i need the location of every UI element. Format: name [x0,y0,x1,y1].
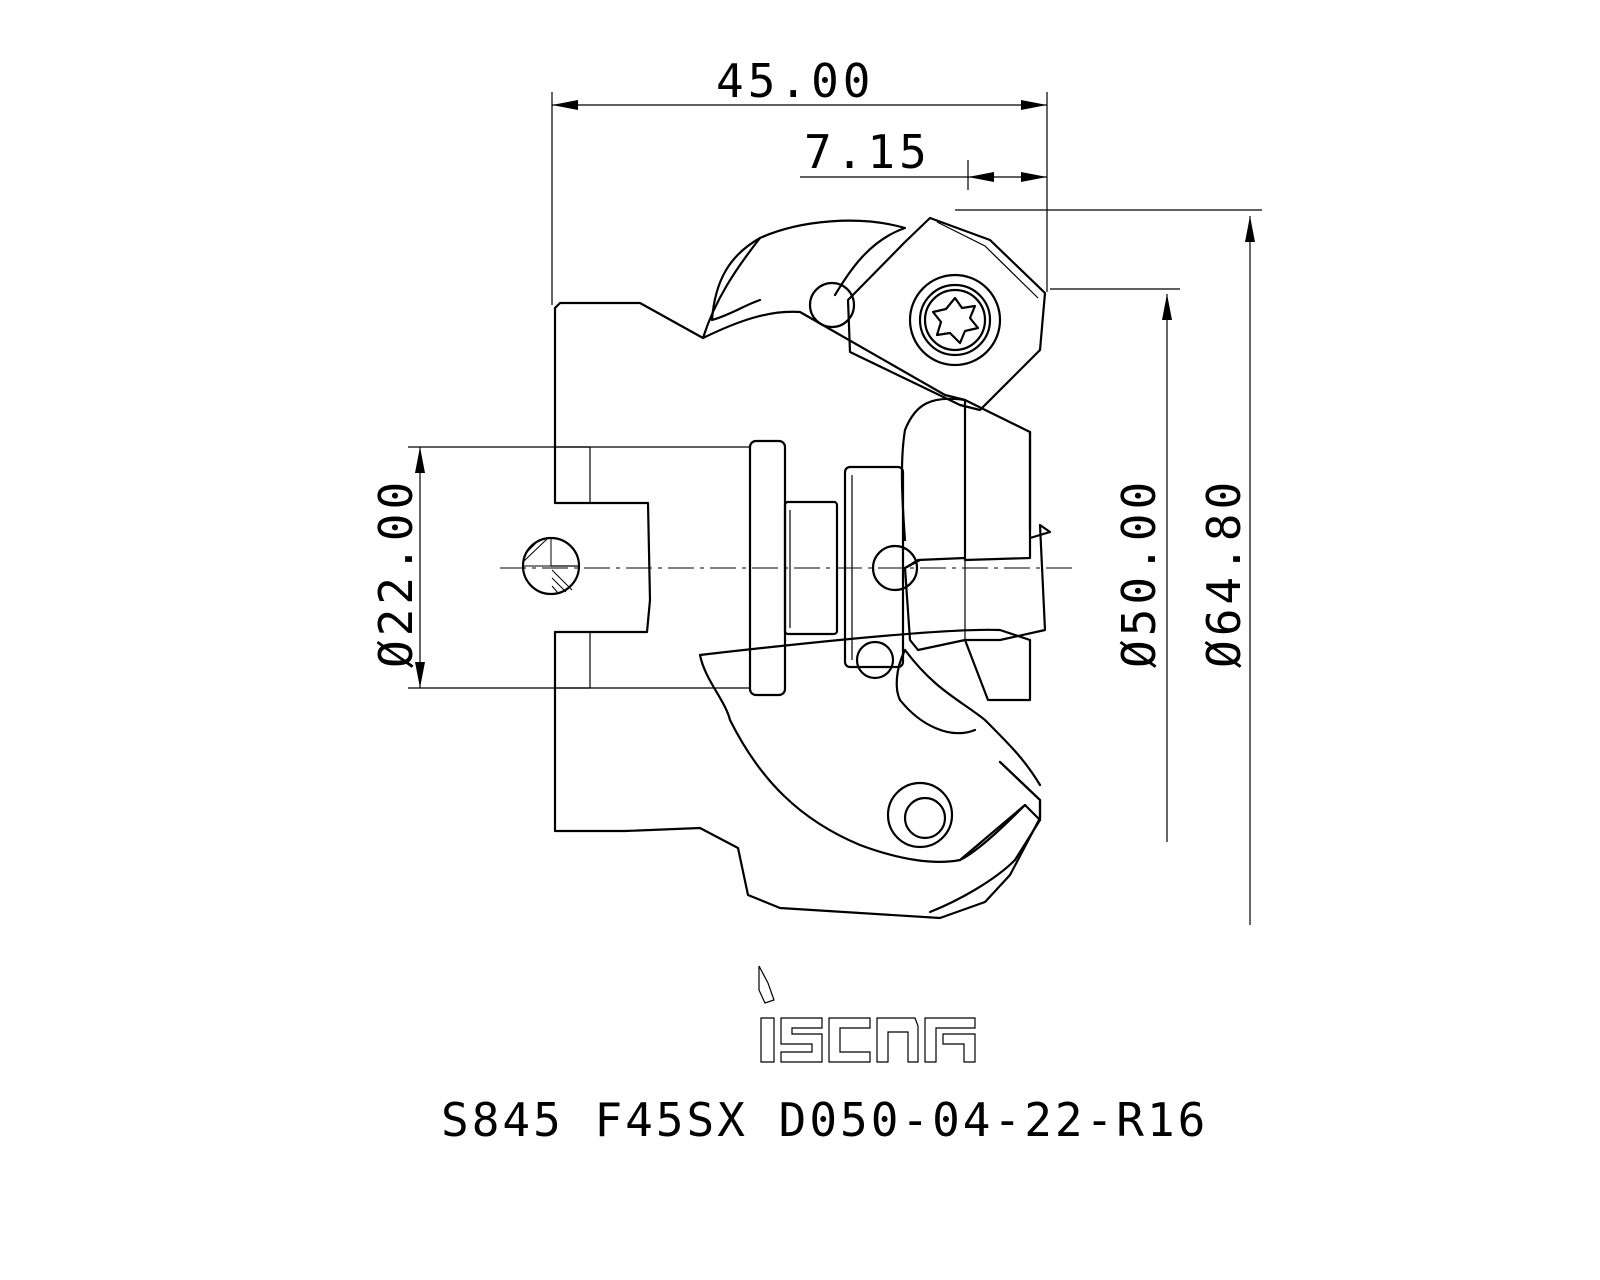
iscar-logo: iscar [758,965,976,1063]
dimension-bore-diameter: Ø22.00 [369,446,590,689]
dim-label-22-00: Ø22.00 [369,478,423,668]
cutter-body [521,216,1052,920]
dim-label-64-80: Ø64.80 [1197,478,1251,668]
dim-label-7-15: 7.15 [804,125,931,179]
dimension-insert-offset: 7.15 [800,125,1047,190]
part-number: S845 F45SX D050-04-22-R16 [441,1093,1208,1147]
dimension-overall-length: 45.00 [551,54,1048,305]
dimension-cutting-diameter: Ø50.00 [1050,288,1180,842]
dimension-max-diameter: Ø64.80 [955,209,1262,925]
dim-label-45: 45.00 [716,54,874,108]
dim-label-50-00: Ø50.00 [1112,478,1166,668]
